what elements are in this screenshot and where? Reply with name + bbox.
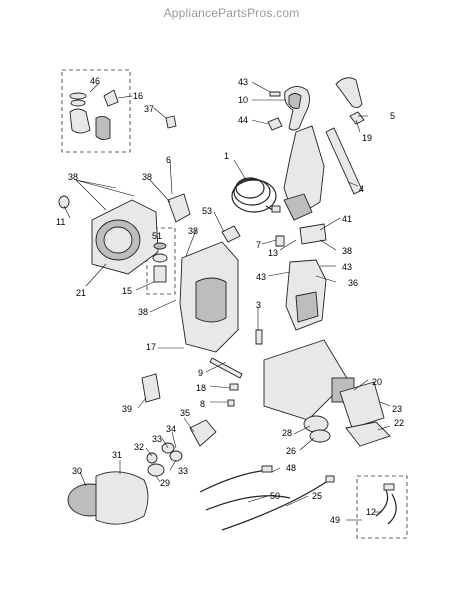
dirt-cup-36: [285, 259, 327, 331]
callout-13: 13: [268, 248, 278, 258]
callout-28: 28: [282, 428, 292, 438]
callout-23: 23: [392, 404, 402, 414]
leader-lines: [63, 81, 391, 521]
callout-43: 43: [342, 262, 352, 272]
callout-33: 33: [152, 434, 162, 444]
callout-44: 44: [238, 115, 248, 125]
callout-51: 51: [152, 231, 162, 241]
callout-12: 12: [366, 507, 376, 517]
callout-35: 35: [180, 408, 190, 418]
callout-36: 36: [348, 278, 358, 288]
part-18: [229, 383, 239, 391]
callout-18: 18: [196, 383, 206, 393]
seal-kit-parts: [69, 89, 119, 141]
callout-38: 38: [188, 226, 198, 236]
wand-tip-5: [335, 77, 363, 109]
callout-5: 5: [390, 111, 395, 121]
group-box-12: [356, 475, 408, 539]
motor-31: [95, 471, 149, 525]
callout-4: 4: [359, 184, 364, 194]
callout-labels: 46 16 37 43 10 44 5 19 1 4 6 38 38 11 53…: [56, 76, 404, 525]
callout-15: 15: [122, 286, 132, 296]
part-32: [146, 452, 158, 464]
callout-49: 49: [330, 515, 340, 525]
latch-7: [275, 235, 285, 247]
wand-4: [325, 127, 363, 195]
base-assembly: [263, 339, 349, 421]
bracket-41: [299, 223, 327, 245]
handle-grip: [284, 86, 310, 131]
callout-29: 29: [160, 478, 170, 488]
callout-48: 48: [286, 463, 296, 473]
callout-38: 38: [68, 172, 78, 182]
handle-base: [283, 193, 313, 221]
callout-34: 34: [166, 424, 176, 434]
rod-9: [209, 357, 243, 379]
callout-38: 38: [142, 172, 152, 182]
callout-6: 6: [166, 155, 171, 165]
clip-19: [349, 111, 365, 125]
callout-38: 38: [138, 307, 148, 317]
callout-8: 8: [200, 399, 205, 409]
filter-housing-21: [91, 199, 159, 275]
watermark-text: AppliancePartsPros.com: [163, 6, 300, 20]
clip-44: [267, 117, 283, 131]
grille-23: [339, 381, 385, 429]
wheel-28: [303, 415, 329, 433]
callout-37: 37: [144, 104, 154, 114]
part-37: [165, 115, 177, 129]
callout-9: 9: [198, 368, 203, 378]
callout-21: 21: [76, 288, 86, 298]
part-3: [255, 329, 263, 345]
callout-33: 33: [178, 466, 188, 476]
screw-8: [227, 399, 235, 407]
callout-32: 32: [134, 442, 144, 452]
callout-7: 7: [256, 240, 261, 250]
gasket-34: [169, 450, 183, 462]
cover-6: [167, 193, 191, 223]
power-cord-1: [231, 177, 281, 213]
part-26: [309, 429, 331, 443]
bearing-29: [147, 463, 165, 477]
main-body-17: [179, 241, 239, 353]
callout-53: 53: [202, 206, 212, 216]
wire-harness: [199, 465, 397, 531]
callout-38: 38: [342, 246, 352, 256]
callout-3: 3: [256, 300, 261, 310]
callout-10: 10: [238, 95, 248, 105]
part-53: [221, 225, 241, 243]
callout-16: 16: [133, 91, 143, 101]
callout-30: 30: [72, 466, 82, 476]
callout-25: 25: [312, 491, 322, 501]
valve-parts-51: [152, 242, 168, 283]
callout-46: 46: [90, 76, 100, 86]
callout-43: 43: [256, 272, 266, 282]
callout-43: 43: [238, 77, 248, 87]
callout-50: 50: [270, 491, 280, 501]
callout-1: 1: [224, 151, 229, 161]
callout-31: 31: [112, 450, 122, 460]
callout-17: 17: [146, 342, 156, 352]
cover-22: [345, 421, 391, 447]
part-39: [141, 373, 161, 403]
screw-11: [58, 195, 70, 209]
callout-39: 39: [122, 404, 132, 414]
screw-43: [269, 91, 281, 97]
callout-26: 26: [286, 446, 296, 456]
group-box-46: [61, 69, 131, 153]
callout-22: 22: [394, 418, 404, 428]
callout-19: 19: [362, 133, 372, 143]
callout-20: 20: [372, 377, 382, 387]
callout-11: 11: [56, 217, 65, 227]
cap-35: [189, 419, 217, 447]
group-box-51: [146, 227, 176, 295]
callout-41: 41: [342, 214, 352, 224]
